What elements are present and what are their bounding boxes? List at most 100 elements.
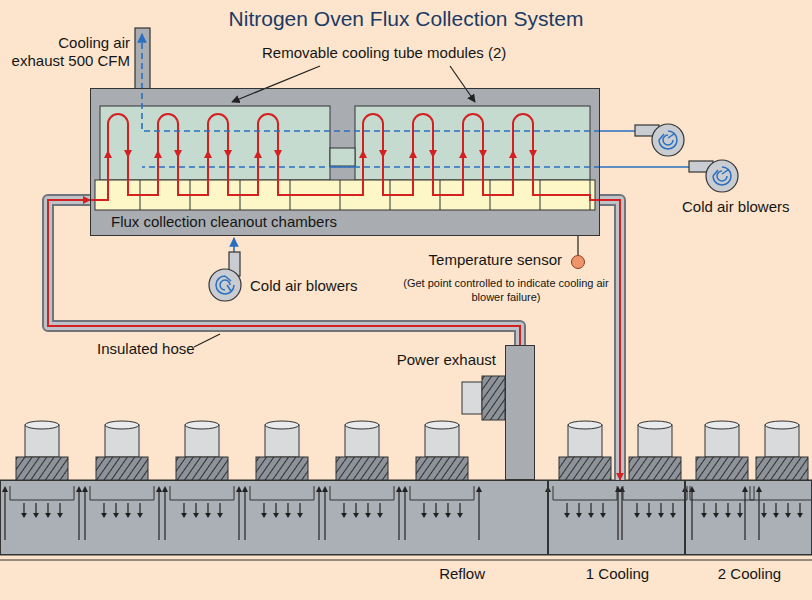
oven-zone: [25, 421, 59, 429]
oven-zone: [263, 503, 264, 514]
leader-line: [450, 66, 475, 102]
cooling-air-flow: [600, 130, 636, 132]
node-label: 2 Cooling: [686, 565, 812, 583]
cooling-air-flow: [233, 238, 235, 253]
insulated-hose: [48, 200, 520, 345]
node-note: (Get point controlled to indicate coolin…: [402, 277, 610, 305]
oven-zone: [396, 486, 402, 492]
exhaust-stack: Power exhaust: [505, 345, 535, 480]
oven-zone: [744, 490, 745, 540]
oven-zone: [322, 486, 328, 492]
oven-zone: [137, 513, 143, 518]
oven-zone: [564, 513, 570, 518]
oven-zone: [416, 457, 468, 480]
oven-zone: [701, 513, 707, 518]
oven-zone: [588, 513, 594, 518]
oven-zone: [21, 513, 27, 518]
oven-zone: [648, 503, 649, 514]
power-exhaust-fan: [482, 376, 505, 420]
oven-zone: [553, 486, 617, 500]
cold-air-blower: [209, 252, 241, 301]
diagram-title: Nitrogen Oven Flux Collection System: [0, 6, 812, 31]
oven-zone: [773, 513, 779, 518]
insulated-hose: [600, 200, 620, 480]
oven-zone: [195, 503, 196, 514]
oven-zone: [636, 503, 637, 514]
oven-zone: [750, 486, 812, 500]
flux-gas-path: [90, 114, 600, 200]
node-label: Reflow: [439, 565, 485, 583]
insulated-hose: [600, 200, 620, 480]
insulated-hose: [48, 200, 520, 345]
oven-zone: [739, 503, 740, 514]
leader-line: [577, 236, 578, 255]
reflow-section: Reflow: [0, 480, 548, 555]
oven-zone: [23, 503, 24, 514]
oven-zone: [316, 486, 322, 492]
collector-housing: [90, 88, 600, 236]
oven-zone: [273, 513, 279, 518]
oven-zone: [377, 513, 383, 518]
oven-zone: [105, 421, 139, 429]
part-label: Removable cooling tube modules (2): [262, 44, 506, 62]
oven-zone: [299, 503, 300, 514]
oven-zone: [285, 513, 291, 518]
oven-zone: [193, 513, 199, 518]
oven-body: [0, 560, 812, 561]
oven-zone: [691, 490, 692, 540]
oven-zone: [725, 513, 731, 518]
oven-zone: [59, 503, 60, 514]
cold-air-blower: [209, 252, 241, 301]
oven-zone: [660, 503, 661, 514]
oven-zone: [35, 503, 36, 514]
oven-zone: [402, 486, 408, 492]
leader-line: [194, 334, 220, 347]
oven-zone: [105, 425, 139, 457]
oven-zone: [33, 513, 39, 518]
insulated-hose: [48, 200, 520, 345]
oven-zone: [478, 490, 479, 540]
oven-zone: [590, 503, 591, 514]
oven-zone: [447, 503, 448, 514]
oven-zone: [696, 457, 748, 480]
oven-zone: [423, 503, 424, 514]
oven-zone: [410, 486, 474, 500]
oven-zone: [345, 425, 379, 457]
oven-zone: [158, 490, 159, 540]
part-label: Cold air blowers: [682, 198, 790, 216]
collector-housing: Flux collection cleanout chambers: [90, 88, 600, 236]
oven-zone: [113, 513, 119, 518]
oven-zone: [670, 513, 676, 518]
insulated-hose: [600, 200, 620, 480]
node-label: Temperature sensor: [429, 251, 562, 269]
oven-zone: [457, 513, 463, 518]
oven-zone: [181, 513, 187, 518]
oven-zone: [421, 513, 427, 518]
oven-zone: [183, 503, 184, 514]
node-label: Power exhaust: [397, 351, 496, 369]
oven-zone: [96, 457, 148, 480]
oven-zone: [236, 486, 242, 492]
oven-zone: [646, 513, 652, 518]
oven-zone: [568, 425, 602, 457]
oven-zone: [10, 486, 74, 500]
oven-zone: [287, 503, 288, 514]
oven-zone: [343, 503, 344, 514]
oven-zone: [139, 503, 140, 514]
cooling-air-flow: [142, 34, 600, 131]
node-label: 1 Cooling: [549, 565, 686, 583]
oven-zone: [742, 486, 748, 492]
oven-zone: [799, 503, 800, 514]
oven-zone: [758, 490, 759, 540]
flow-label: Cooling air exhaust 500 CFM: [8, 34, 130, 70]
oven-zone: [638, 421, 672, 429]
cooling-air-flow: [142, 166, 355, 168]
oven-zone: [265, 421, 299, 429]
oven-zone: [185, 425, 219, 457]
oven-zone: [90, 486, 154, 500]
oven-zone: [763, 503, 764, 514]
oven-zone: [615, 486, 621, 492]
oven-zone: [435, 503, 436, 514]
leader-line: [578, 236, 579, 255]
